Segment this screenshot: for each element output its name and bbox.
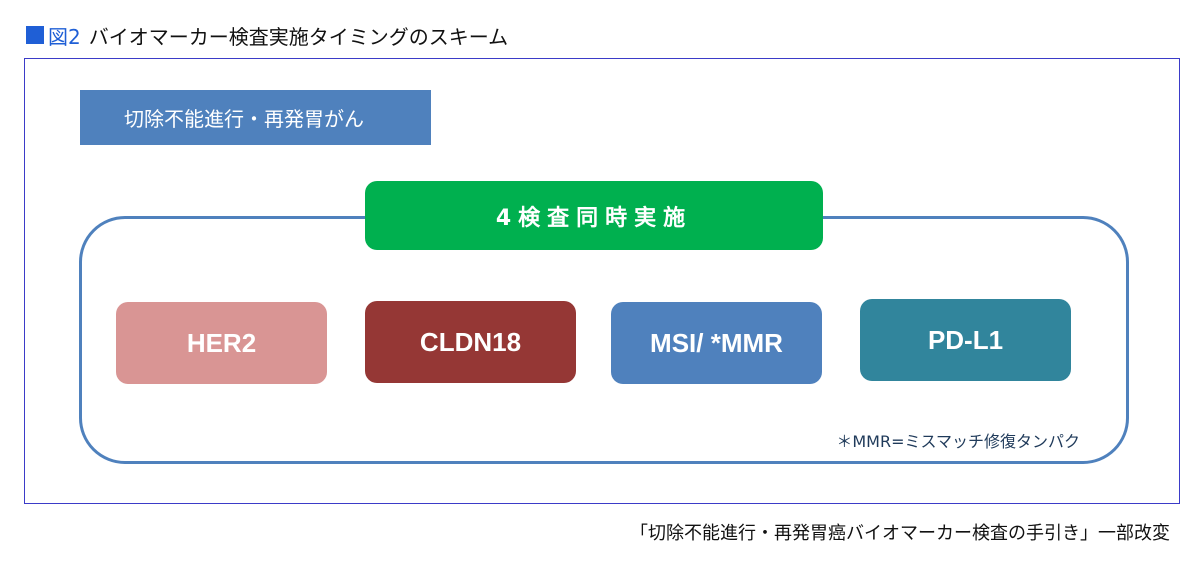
square-marker-icon <box>26 26 44 44</box>
condition-label: 切除不能進行・再発胃がん <box>124 107 364 131</box>
test-box-her2: HER2 <box>116 302 327 384</box>
simultaneous-label: 4検査同時実施 <box>495 205 693 231</box>
figure-number: 図2 <box>48 24 81 49</box>
test-box-msi-mmr: MSI/ *MMR <box>611 302 822 384</box>
test-label: CLDN18 <box>419 326 522 357</box>
test-label: HER2 <box>186 327 257 358</box>
source-citation: 「切除不能進行・再発胃癌バイオマーカー検査の手引き」一部改変 <box>630 523 1170 544</box>
simultaneous-box: 4検査同時実施 <box>365 181 823 250</box>
figure-title-text: バイオマーカー検査実施タイミングのスキーム <box>88 24 509 49</box>
test-box-pd-l1: PD-L1 <box>860 299 1071 381</box>
diagram-frame <box>24 58 1180 504</box>
condition-box: 切除不能進行・再発胃がん <box>80 90 431 145</box>
test-label: MSI/ *MMR <box>650 327 783 358</box>
figure-title: 図2 バイオマーカー検査実施タイミングのスキーム <box>26 20 508 50</box>
test-label: PD-L1 <box>927 324 1004 355</box>
footnote: ＊MMR=ミスマッチ修復タンパク <box>836 432 1080 451</box>
test-box-cldn18: CLDN18 <box>365 301 576 383</box>
